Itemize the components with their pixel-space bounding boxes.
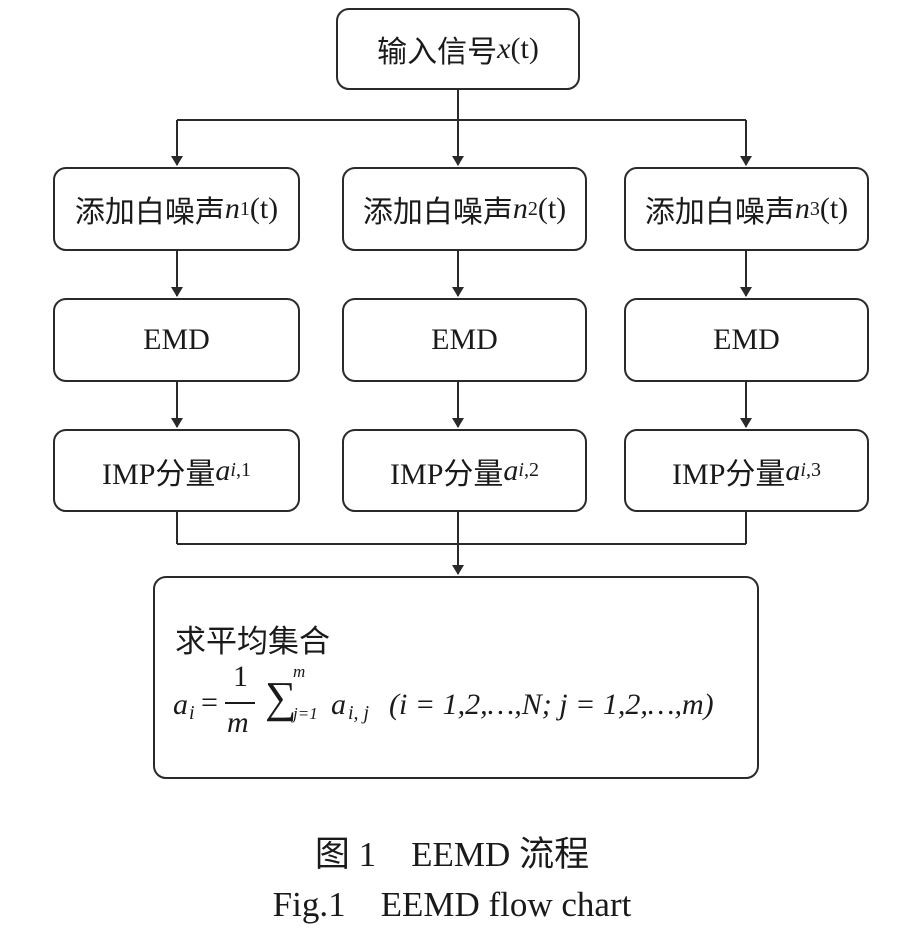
- emd-box-1: EMD: [53, 298, 300, 382]
- formula-term: a: [331, 688, 346, 721]
- formula-sum-lower: j=1: [293, 704, 318, 723]
- emd-box-2: EMD: [342, 298, 587, 382]
- noise-var: n: [794, 192, 810, 225]
- ensemble-average-box: 求平均集合 a i = 1 m ∑ m j=1 a i, j (i = 1,2,…: [153, 576, 759, 779]
- noise-label: 添加白噪声: [74, 196, 225, 229]
- formula-numerator: 1: [233, 660, 248, 693]
- imp-label: IMP分量: [390, 457, 504, 491]
- noise-subscript: 1: [239, 197, 250, 220]
- noise-arg: (t): [249, 192, 279, 225]
- imp-var: a: [503, 453, 519, 487]
- emd-label: EMD: [143, 323, 210, 356]
- imp-sub-var: i: [230, 459, 236, 481]
- formula-fraction-bar: [225, 702, 255, 704]
- noise-label: 添加白噪声: [362, 196, 513, 229]
- noise-subscript: 2: [527, 197, 538, 220]
- imp-label: IMP分量: [672, 457, 786, 491]
- imp-sub-num: ,2: [523, 459, 539, 481]
- figure-caption-cn: 图 1 EEMD 流程: [314, 835, 590, 874]
- noise-label: 添加白噪声: [644, 196, 795, 229]
- formula-equals: =: [201, 686, 218, 719]
- imp-sub-var: i: [518, 459, 524, 481]
- formula-sum-symbol: ∑: [265, 673, 297, 722]
- formula-condition: (i = 1,2,…,N; j = 1,2,…,m): [389, 688, 714, 721]
- imp-sub-var: i: [800, 459, 806, 481]
- ensemble-average-formula: a i = 1 m ∑ m j=1 a i, j (i = 1,2,…,N; j…: [173, 660, 753, 748]
- imp-var: a: [785, 453, 801, 487]
- formula-term-sub: i, j: [348, 702, 370, 724]
- emd-label: EMD: [431, 323, 498, 356]
- noise-subscript: 3: [809, 197, 820, 220]
- imp-sub-num: ,3: [805, 459, 821, 481]
- emd-box-3: EMD: [624, 298, 869, 382]
- input-arg: (t): [510, 32, 539, 65]
- imp-var: a: [215, 453, 231, 487]
- noise-var: n: [224, 192, 240, 225]
- figure-caption-en: Fig.1 EEMD flow chart: [272, 885, 632, 924]
- input-var: x: [497, 32, 511, 65]
- formula-denominator: m: [227, 706, 249, 739]
- formula-lhs-sub: i: [189, 702, 195, 724]
- formula-sum-upper: m: [293, 662, 306, 681]
- imp-sub-num: ,1: [235, 459, 251, 481]
- imp-label: IMP分量: [102, 457, 216, 491]
- noise-arg: (t): [819, 192, 849, 225]
- emd-label: EMD: [713, 323, 780, 356]
- formula-lhs: a: [173, 688, 188, 721]
- input-label: 输入信号: [377, 36, 498, 69]
- ensemble-average-title: 求平均集合: [175, 624, 330, 659]
- noise-var: n: [512, 192, 528, 225]
- noise-arg: (t): [537, 192, 567, 225]
